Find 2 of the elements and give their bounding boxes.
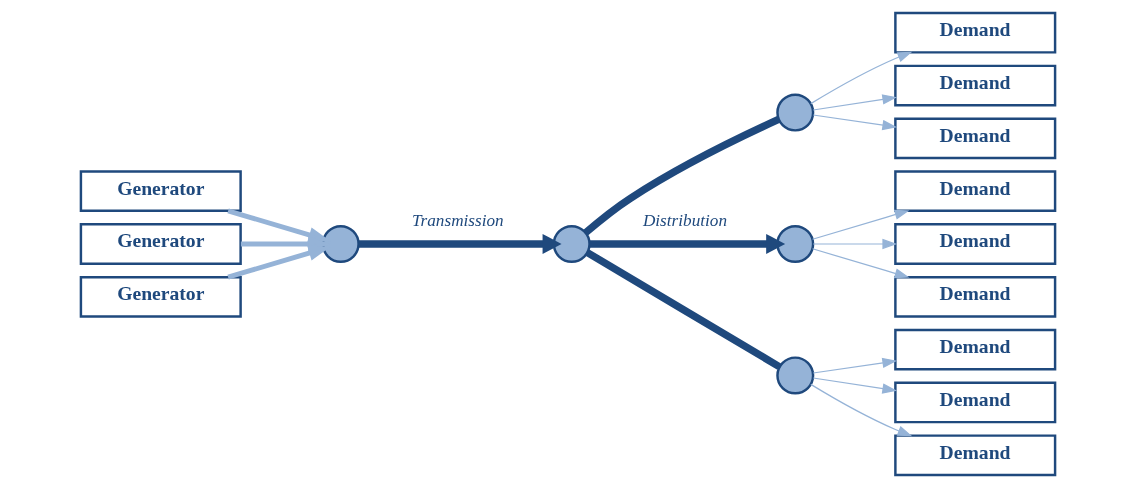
edge-label: Distribution: [642, 211, 727, 231]
edge-label: Transmission: [411, 211, 504, 231]
